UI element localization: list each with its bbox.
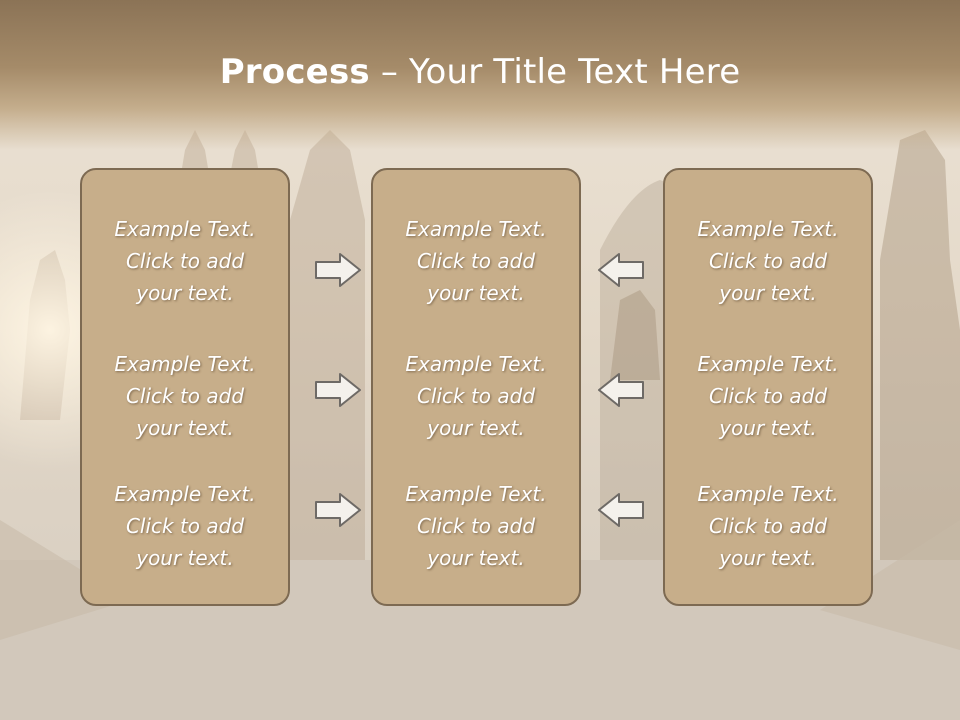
text-block[interactable]: Example Text. Click to add your text. (373, 213, 579, 309)
text-line: Click to add (125, 384, 245, 408)
text-line: your text. (136, 546, 234, 570)
text-line: Example Text. (697, 352, 839, 376)
text-line: Click to add (416, 384, 536, 408)
text-line: your text. (427, 281, 525, 305)
title-bold: Process (219, 52, 370, 92)
text-line: Example Text. (405, 482, 547, 506)
text-line: Click to add (708, 384, 828, 408)
right-arrow-icon (315, 253, 361, 287)
title-rest: – Your Title Text Here (369, 52, 741, 92)
text-line: Example Text. (114, 482, 256, 506)
page-title[interactable]: Process – Your Title Text Here (0, 52, 960, 92)
left-arrow-icon (598, 253, 644, 287)
text-line: Click to add (416, 514, 536, 538)
process-box-center[interactable]: Example Text. Click to add your text. Ex… (371, 168, 581, 606)
text-line: your text. (427, 546, 525, 570)
text-block[interactable]: Example Text. Click to add your text. (82, 213, 288, 309)
text-line: Click to add (125, 514, 245, 538)
text-line: Example Text. (405, 352, 547, 376)
text-line: Example Text. (697, 217, 839, 241)
text-block[interactable]: Example Text. Click to add your text. (665, 478, 871, 574)
text-line: Click to add (708, 514, 828, 538)
text-line: Example Text. (697, 482, 839, 506)
text-block[interactable]: Example Text. Click to add your text. (82, 478, 288, 574)
text-line: your text. (719, 416, 817, 440)
text-line: your text. (136, 281, 234, 305)
text-line: Example Text. (405, 217, 547, 241)
text-block[interactable]: Example Text. Click to add your text. (82, 348, 288, 444)
text-block[interactable]: Example Text. Click to add your text. (373, 348, 579, 444)
text-block[interactable]: Example Text. Click to add your text. (665, 213, 871, 309)
text-line: Click to add (416, 249, 536, 273)
process-box-left[interactable]: Example Text. Click to add your text. Ex… (80, 168, 290, 606)
text-block[interactable]: Example Text. Click to add your text. (373, 478, 579, 574)
text-line: your text. (719, 281, 817, 305)
text-line: your text. (719, 546, 817, 570)
left-arrow-icon (598, 373, 644, 407)
left-arrow-icon (598, 493, 644, 527)
text-block[interactable]: Example Text. Click to add your text. (665, 348, 871, 444)
title-band (0, 0, 960, 150)
text-line: your text. (136, 416, 234, 440)
text-line: Click to add (708, 249, 828, 273)
right-arrow-icon (315, 493, 361, 527)
text-line: Example Text. (114, 352, 256, 376)
text-line: Click to add (125, 249, 245, 273)
text-line: your text. (427, 416, 525, 440)
right-arrow-icon (315, 373, 361, 407)
text-line: Example Text. (114, 217, 256, 241)
process-box-right[interactable]: Example Text. Click to add your text. Ex… (663, 168, 873, 606)
